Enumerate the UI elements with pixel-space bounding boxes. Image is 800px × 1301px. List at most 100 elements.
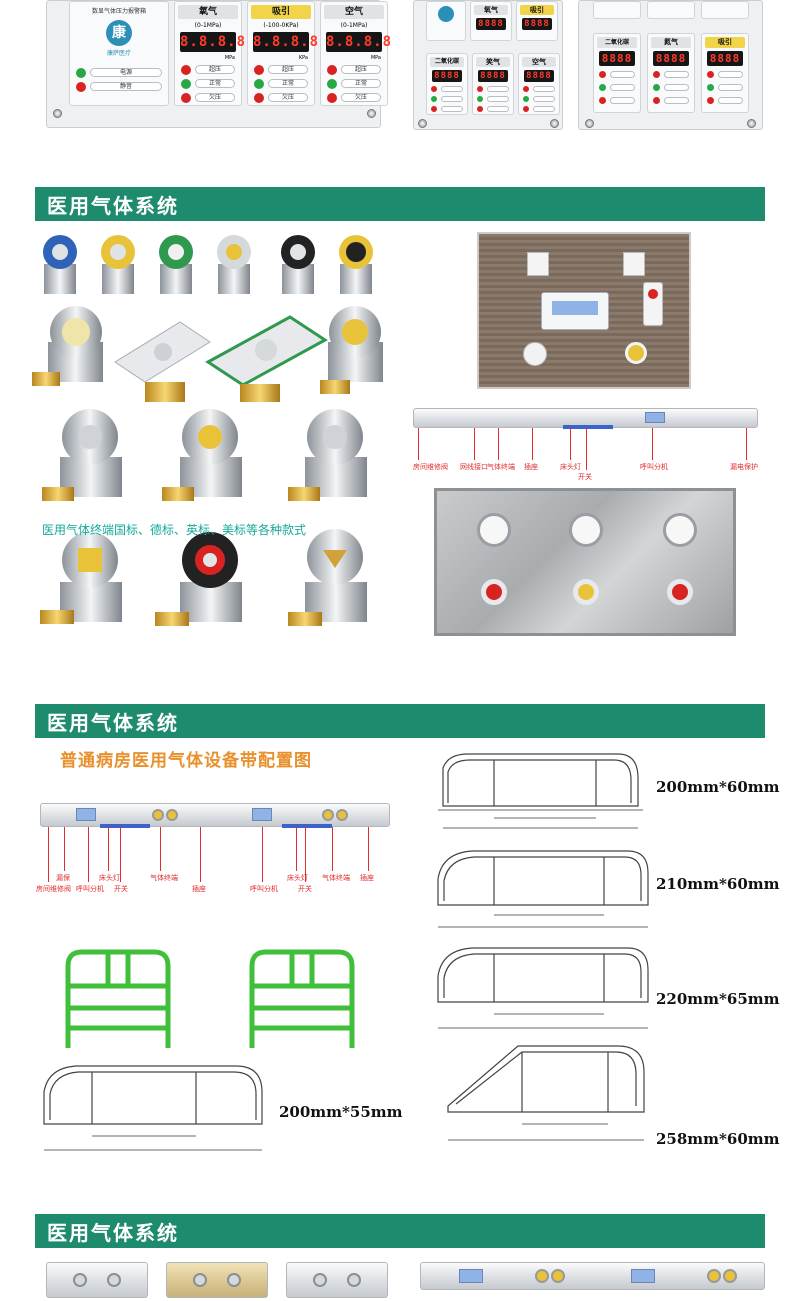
unit-label: MPa [370,55,381,61]
profile-label: 220mm*65mm [656,990,780,1008]
led-icon [76,81,86,92]
state-row [477,85,509,93]
state-row [599,83,635,92]
gauge-unit: 氮气 8888 [647,33,695,113]
ward-label: 床头灯 [99,874,120,882]
callout-line [64,827,65,871]
led-icon [181,92,191,103]
screw [53,109,62,118]
rail-label-lamp: 床头灯 [560,463,581,471]
screw [367,109,376,118]
gas-name: 空气 [522,57,556,67]
ward-config-subtitle: 普通病房医用气体设备带配置图 [60,751,312,771]
mute-label: 静音 [90,82,162,91]
led-icon [523,86,529,92]
pressure-gauge-icon [569,513,603,547]
digital-readout: 8.8.8.8 [180,32,247,52]
brand-name: 康萨医疗 [106,50,131,57]
rail-label-socket: 插座 [524,463,538,471]
state-row [707,70,743,79]
state-row [523,105,555,113]
profile-label: 258mm*60mm [656,1130,780,1148]
ward-label: 开关 [114,885,128,893]
state-normal: 正常 [327,78,381,89]
gas-range: (-100-0KPa) [263,22,299,29]
gas-outlet-icon [625,342,647,364]
callout-line [474,428,475,460]
stainless-gauge-box [434,488,736,636]
call-handset-icon [523,342,547,366]
display-screen [552,301,598,315]
section-bar-1: 医用气体系统 [35,187,765,221]
rail-label-call: 呼叫分机 [640,463,668,471]
terminal-square [40,532,122,624]
callout-line [652,428,653,460]
gauge-unit: 氧气 8888 [470,1,512,41]
pressure-gauge-icon [663,513,697,547]
gas-outlet-icon [551,1269,565,1283]
profile-label: 200mm*55mm [279,1103,403,1121]
rail-sample-long [420,1262,765,1290]
state-row [707,83,743,92]
terminal-chrome-2 [162,409,242,501]
section-title: 医用气体系统 [47,193,179,218]
led-icon [327,92,337,103]
gauge-unit-suction: 吸引 (-100-0KPa) 8.8.8.8 KPa 超压 正常 欠压 [247,1,320,106]
profile-drawing-220x65 [437,947,649,1029]
ward-label: 房间维修阀 [36,885,71,893]
mute-button[interactable]: 静音 [76,81,162,92]
state-row [599,96,635,105]
profile-drawing-258x60 [447,1045,645,1141]
terminal-plate-box [114,321,211,402]
terminal-plate-green [205,315,328,402]
callout-line [532,428,533,460]
led-icon [707,84,714,91]
digital-readout: 8888 [476,18,506,30]
gas-outlet-red-icon [481,579,507,605]
section-bar-3: 医用气体系统 [35,1214,765,1248]
power-label: 电源 [90,68,162,77]
gauge-unit: 吸引 8888 [701,33,749,113]
state-row [599,70,635,79]
profile-drawing-200x55 [43,1065,263,1151]
screw [585,119,594,128]
power-socket-icon [527,252,549,276]
screw [418,119,427,128]
state-high: 超压 [181,64,235,75]
terminal-red-black [155,532,242,626]
logo-block: 数显气体压力报警箱 康 康萨医疗 电源 静音 [69,1,169,106]
state-label: 超压 [195,65,235,74]
led-icon [599,84,606,91]
terminal-blue [43,235,77,294]
gas-outlet-icon [707,1269,721,1283]
state-row [653,83,689,92]
state-row [653,96,689,105]
led-icon [327,64,337,75]
terminal-chrome-1 [42,409,122,501]
rail-label-gas: 气体终端 [487,463,515,471]
gauge-unit [426,1,466,41]
rail-display [76,808,96,821]
state-low: 欠压 [327,92,381,103]
bed-frame-right [249,949,355,1048]
gas-range: (0-1MPa) [194,22,222,29]
digital-readout: 8.8.8.8 [253,32,320,52]
led-icon [707,97,714,104]
rail-accent [563,425,613,429]
state-label: 超压 [341,65,381,74]
terminal-black-yellow [339,235,373,294]
rail-label-switch: 开关 [578,473,592,481]
bed-frame-left [65,949,171,1048]
state-low: 欠压 [254,92,308,103]
panel-caption: 数显气体压力报警箱 [91,8,146,15]
gas-outlet-icon [107,1273,121,1287]
gas-range: (0-1MPa) [340,22,368,29]
rail-sample-gold [166,1262,268,1298]
gas-outlet-icon [313,1273,327,1287]
gas-outlet-icon [322,809,334,821]
led-icon [523,106,529,112]
terminal-green [159,235,193,294]
state-label: 欠压 [195,93,235,102]
section-title: 医用气体系统 [47,710,179,735]
digital-readout: 8.8.8.8 [326,32,393,52]
